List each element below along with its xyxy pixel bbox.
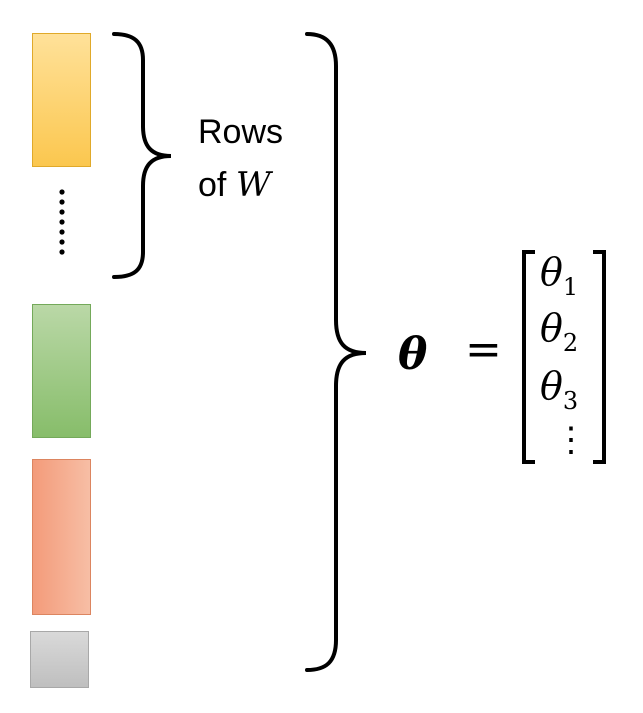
vector-entry-theta-2: θ2 bbox=[540, 306, 579, 357]
vector-entry-theta-3: θ3 bbox=[540, 364, 579, 415]
vector-entry-theta-1: θ1 bbox=[540, 250, 579, 301]
of-text: of bbox=[198, 166, 236, 204]
w-variable: W bbox=[235, 165, 271, 205]
weight-row-block-yellow bbox=[32, 33, 91, 167]
entry-symbol: θ bbox=[540, 306, 563, 350]
right-bracket bbox=[593, 250, 606, 464]
rows-brace bbox=[112, 32, 172, 279]
weight-block-green bbox=[32, 304, 91, 438]
left-bracket bbox=[522, 250, 535, 464]
entry-symbol: θ bbox=[540, 364, 563, 408]
entry-symbol: θ bbox=[540, 250, 563, 294]
equals-sign: = bbox=[465, 324, 502, 375]
entry-subscript: 3 bbox=[562, 387, 579, 415]
theta-vector-symbol: θ bbox=[398, 329, 428, 380]
entry-subscript: 1 bbox=[562, 273, 579, 301]
of-w-label: of W bbox=[198, 165, 271, 205]
rows-label: Rows bbox=[198, 113, 284, 151]
weight-block-orange bbox=[32, 459, 91, 615]
vertical-ellipsis bbox=[59, 189, 65, 255]
entry-subscript: 2 bbox=[562, 329, 579, 357]
vector-continuation-dots: ⋮ bbox=[554, 420, 588, 460]
weight-block-gray bbox=[30, 631, 89, 688]
theta-brace bbox=[305, 32, 367, 672]
